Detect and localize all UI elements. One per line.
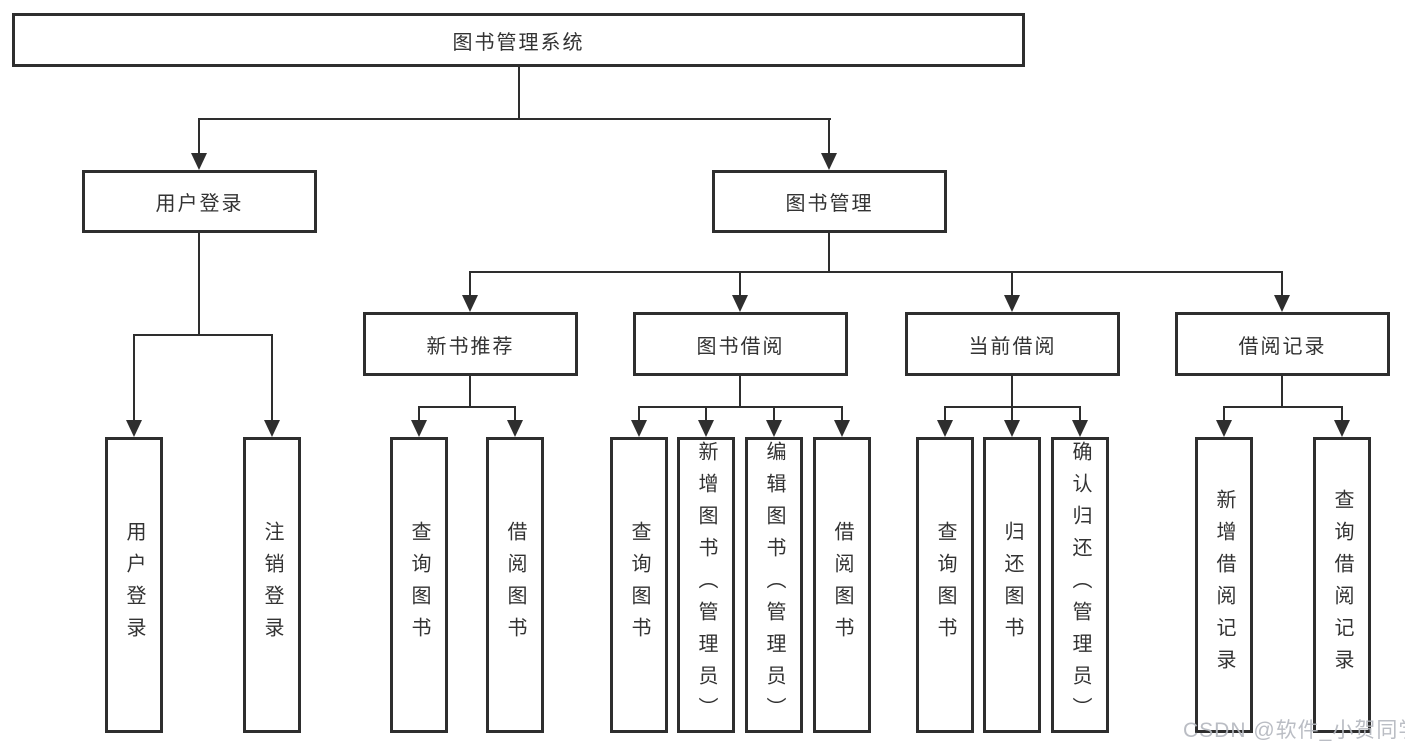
node-borrowing-records: 借阅记录 xyxy=(1175,312,1390,376)
arrow-down-icon xyxy=(507,420,523,437)
arrow-down-icon xyxy=(766,420,782,437)
arrow-down-icon xyxy=(937,420,953,437)
connector-vline xyxy=(469,271,471,297)
connector-hline xyxy=(1223,406,1342,408)
connector-hline xyxy=(198,118,831,120)
leaf-edit-books-admin: 编辑图书（管理员） xyxy=(745,437,803,733)
leaf-borrow-books-2: 借阅图书 xyxy=(813,437,871,733)
connector-vline xyxy=(705,406,707,422)
leaf-add-borrow-record: 新增借阅记录 xyxy=(1195,437,1253,733)
connector-vline xyxy=(739,376,741,408)
leaf-return-books: 归还图书 xyxy=(983,437,1041,733)
arrow-down-icon xyxy=(126,420,142,437)
connector-vline xyxy=(828,233,830,273)
connector-vline xyxy=(739,271,741,297)
connector-vline xyxy=(638,406,640,422)
connector-vline xyxy=(198,118,200,155)
leaf-user-login: 用户登录 xyxy=(105,437,163,733)
leaf-confirm-return-admin: 确认归还（管理员） xyxy=(1051,437,1109,733)
arrow-down-icon xyxy=(732,295,748,312)
node-book-borrowing: 图书借阅 xyxy=(633,312,848,376)
csdn-watermark: CSDN @软件_小贺同学 xyxy=(1183,719,1405,742)
leaf-add-books-admin: 新增图书（管理员） xyxy=(677,437,735,733)
leaf-query-books-2: 查询图书 xyxy=(610,437,668,733)
connector-hline xyxy=(638,406,843,408)
connector-vline xyxy=(828,118,830,155)
leaf-query-books-3: 查询图书 xyxy=(916,437,974,733)
arrow-down-icon xyxy=(1072,420,1088,437)
arrow-down-icon xyxy=(1004,420,1020,437)
arrow-down-icon xyxy=(698,420,714,437)
connector-vline xyxy=(1281,271,1283,297)
arrow-down-icon xyxy=(411,420,427,437)
connector-vline xyxy=(1011,271,1013,297)
connector-vline xyxy=(469,376,471,408)
connector-vline xyxy=(198,233,200,335)
arrow-down-icon xyxy=(1274,295,1290,312)
arrow-down-icon xyxy=(264,420,280,437)
arrow-down-icon xyxy=(1216,420,1232,437)
arrow-down-icon xyxy=(821,153,837,170)
arrow-down-icon xyxy=(834,420,850,437)
connector-hline xyxy=(418,406,516,408)
connector-vline xyxy=(1079,406,1081,422)
connector-hline xyxy=(469,271,1283,273)
connector-vline xyxy=(1223,406,1225,422)
connector-vline xyxy=(418,406,420,422)
connector-vline xyxy=(133,334,135,422)
connector-vline xyxy=(271,334,273,422)
connector-vline xyxy=(1341,406,1343,422)
connector-hline xyxy=(133,334,273,336)
node-new-book-recommendation: 新书推荐 xyxy=(363,312,578,376)
connector-vline xyxy=(1011,376,1013,408)
leaf-logout-login: 注销登录 xyxy=(243,437,301,733)
connector-vline xyxy=(773,406,775,422)
node-book-management: 图书管理 xyxy=(712,170,947,233)
arrow-down-icon xyxy=(191,153,207,170)
arrow-down-icon xyxy=(1004,295,1020,312)
connector-vline xyxy=(1281,376,1283,408)
node-current-borrowing: 当前借阅 xyxy=(905,312,1120,376)
leaf-query-books: 查询图书 xyxy=(390,437,448,733)
arrow-down-icon xyxy=(631,420,647,437)
node-user-login: 用户登录 xyxy=(82,170,317,233)
connector-vline xyxy=(944,406,946,422)
arrow-down-icon xyxy=(462,295,478,312)
connector-vline xyxy=(514,406,516,422)
leaf-borrow-books: 借阅图书 xyxy=(486,437,544,733)
connector-vline xyxy=(1011,406,1013,422)
arrow-down-icon xyxy=(1334,420,1350,437)
leaf-query-borrow-record: 查询借阅记录 xyxy=(1313,437,1371,733)
node-library-system: 图书管理系统 xyxy=(12,13,1025,67)
connector-vline xyxy=(518,67,520,119)
connector-vline xyxy=(841,406,843,422)
